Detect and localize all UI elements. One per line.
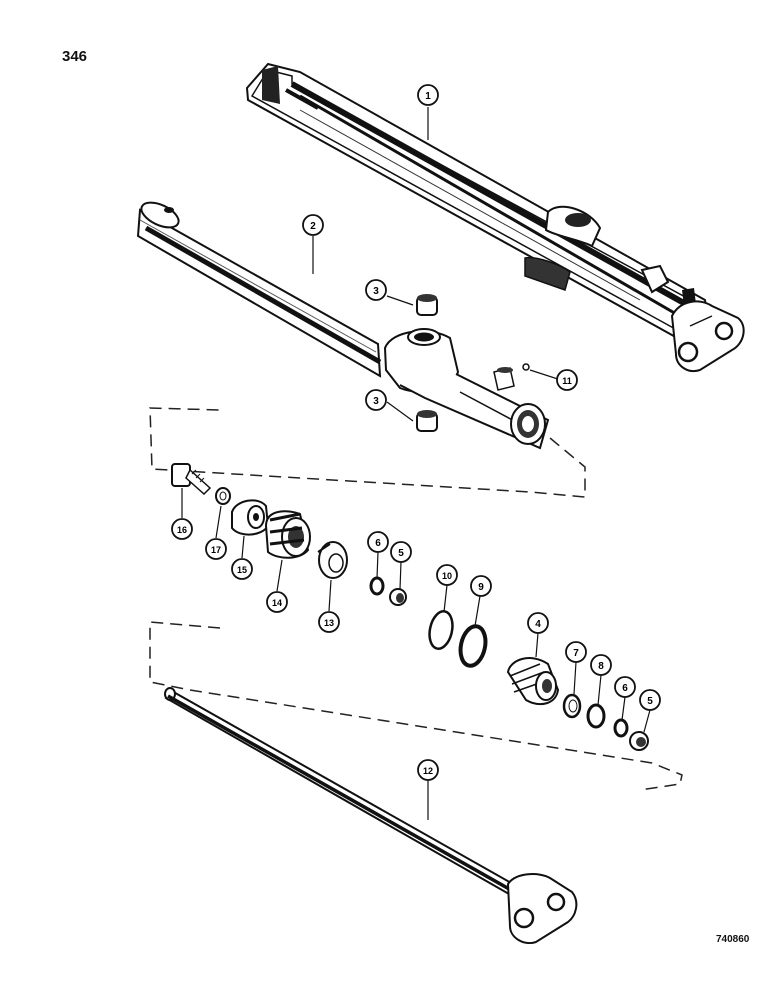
- piston-rod-tube-part: [136, 201, 550, 450]
- piston-rod-part: [164, 687, 578, 944]
- cylinder-barrel-part: [245, 62, 745, 372]
- callout-label: 7: [573, 648, 579, 659]
- callout-label: 8: [598, 661, 604, 672]
- seal-part: [562, 693, 582, 719]
- bushing-part-upper: [416, 294, 438, 316]
- callout-label: 1: [425, 91, 431, 102]
- piston-nut-part: [231, 499, 270, 536]
- callout-label: 3: [373, 286, 379, 297]
- callout-label: 13: [324, 618, 334, 628]
- cap-screw-part: [171, 463, 212, 496]
- drawing-number: 740860: [716, 934, 750, 945]
- callout-8: 8: [590, 654, 612, 676]
- backup-ring-part-lower: [629, 731, 649, 751]
- callout-1: 1: [417, 84, 439, 106]
- callout-3-lower: 3: [365, 389, 387, 411]
- callout-label: 16: [177, 525, 187, 535]
- callout-label: 5: [398, 548, 404, 559]
- callout-4: 4: [527, 612, 549, 634]
- lock-washer-part: [215, 487, 231, 505]
- leader-lines: [181, 107, 651, 820]
- o-ring-large-part: [428, 610, 454, 650]
- callout-label: 12: [423, 766, 433, 776]
- callout-label: 5: [647, 696, 653, 707]
- callout-16: 16: [171, 518, 193, 540]
- backup-ring-part-upper: [389, 588, 407, 606]
- callout-11: 11: [556, 369, 578, 391]
- callout-label: 9: [478, 582, 484, 593]
- callout-label: 11: [562, 376, 572, 386]
- upper-dashed-bracket: [149, 407, 586, 498]
- callout-10: 10: [436, 564, 458, 586]
- callout-label: 6: [622, 683, 628, 694]
- callout-label: 2: [310, 221, 316, 232]
- o-ring-part-lower: [613, 718, 629, 738]
- bushing-part-lower: [416, 410, 438, 432]
- callout-17: 17: [205, 538, 227, 560]
- backup-ring-large-part: [458, 624, 488, 668]
- callout-13: 13: [318, 611, 340, 633]
- callout-6-lower: 6: [614, 676, 636, 698]
- callout-12: 12: [417, 759, 439, 781]
- callout-5-upper: 5: [390, 541, 412, 563]
- callout-7: 7: [565, 641, 587, 663]
- lower-dashed-bracket: [149, 621, 683, 791]
- o-ring-part-upper: [369, 576, 385, 596]
- wiper-part: [586, 703, 606, 729]
- callout-9: 9: [470, 575, 492, 597]
- page-number: 346: [62, 48, 88, 65]
- callout-label: 14: [272, 598, 282, 608]
- callout-14: 14: [266, 591, 288, 613]
- callout-5-lower: 5: [639, 689, 661, 711]
- callout-3-upper: 3: [365, 279, 387, 301]
- callout-label: 6: [375, 538, 381, 549]
- callout-label: 15: [237, 565, 247, 575]
- callout-label: 17: [211, 545, 221, 555]
- callout-2: 2: [302, 214, 324, 236]
- grease-fitting-part: [522, 363, 530, 371]
- cylinder-head-gland-part: [506, 657, 560, 706]
- callout-15: 15: [231, 558, 253, 580]
- callout-label: 10: [442, 571, 452, 581]
- callout-6-upper: 6: [367, 531, 389, 553]
- callout-label: 4: [535, 619, 541, 630]
- spacer-part: [317, 541, 348, 579]
- piston-part: [264, 510, 311, 559]
- callout-label: 3: [373, 396, 379, 407]
